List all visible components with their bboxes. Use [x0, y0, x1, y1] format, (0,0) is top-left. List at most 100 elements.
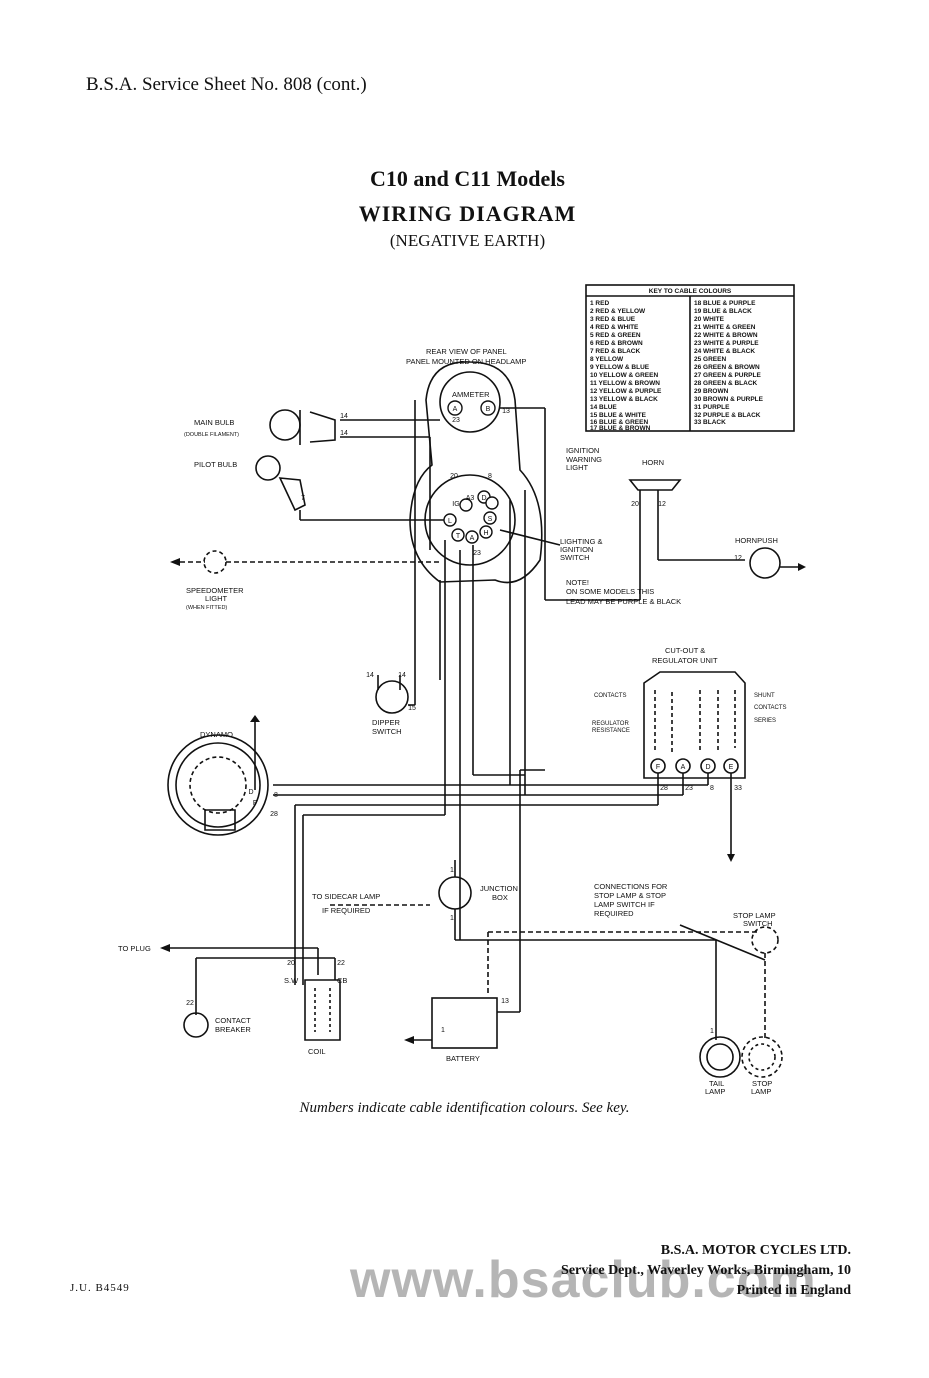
stop-switch-label-2: SWITCH — [743, 919, 773, 928]
pilot-bulb-label: PILOT BULB — [194, 460, 237, 469]
stop-switch-label-1: STOP LAMP — [733, 911, 776, 920]
battery-label: BATTERY — [446, 1054, 480, 1063]
stop-connections-label-4: REQUIRED — [594, 909, 634, 918]
key-right-10: 28 GREEN & BLACK — [694, 380, 758, 387]
main-bulb-label: MAIN BULB — [194, 418, 234, 427]
key-right-12: 30 BROWN & PURPLE — [694, 396, 764, 403]
key-right-5: 23 WHITE & PURPLE — [694, 340, 759, 347]
key-left-15: 16 BLUE & GREEN — [590, 419, 648, 426]
hornpush-label: HORNPUSH — [735, 536, 778, 545]
horn-label: HORN — [642, 458, 664, 467]
key-right-13: 31 PURPLE — [694, 404, 730, 411]
key-right-11: 29 BROWN — [694, 388, 729, 395]
dynamo-label: DYNAMO — [200, 730, 233, 739]
dynamo-wire-28: 28 — [270, 811, 278, 818]
footer-address: Service Dept., Waverley Works, Birmingha… — [561, 1263, 851, 1278]
key-left-5: 6 RED & BROWN — [590, 340, 643, 347]
coil-cb-label: CB — [337, 976, 347, 985]
footer-block: B.S.A. MOTOR CYCLES LTD. Service Dept., … — [561, 1241, 851, 1301]
key-left-16: 17 BLUE & BROWN — [590, 425, 651, 432]
key-right-6: 24 WHITE & BLACK — [694, 348, 755, 355]
key-left-6: 7 RED & BLACK — [590, 348, 641, 355]
key-left-8: 9 YELLOW & BLUE — [590, 364, 650, 371]
wire-num-7: 7 — [301, 495, 305, 502]
switch-terminal-ig: IG — [452, 501, 459, 508]
cutout-label-1: CUT-OUT & — [665, 646, 705, 655]
battery-body — [431, 997, 498, 1049]
note-label-1: NOTE! — [566, 578, 589, 587]
reg-wire-33: 33 — [734, 785, 742, 792]
speedometer-label-2: LIGHT — [205, 594, 228, 603]
switch-terminal-a: A — [470, 535, 475, 542]
coil-wire-20: 20 — [287, 960, 295, 967]
ammeter-terminal-a: A — [453, 406, 458, 413]
key-right-14: 32 PURPLE & BLACK — [694, 412, 761, 419]
regulator-unit-box — [643, 671, 746, 779]
pilot-bulb-glass — [255, 455, 281, 481]
dynamo-wire-8: 8 — [274, 792, 278, 799]
reg-wire-8: 8 — [710, 785, 714, 792]
tail-lamp-label-1: TAIL — [709, 1079, 724, 1088]
lighting-switch-label-2: IGNITION — [560, 545, 593, 554]
key-left-12: 13 YELLOW & BLACK — [590, 396, 658, 403]
junction-label-2: BOX — [492, 893, 508, 902]
hornpush-body — [749, 547, 781, 579]
breaker-wire-22: 22 — [186, 1000, 194, 1007]
cutout-label-2: REGULATOR UNIT — [652, 656, 718, 665]
wire-num-23: 23 — [452, 417, 460, 424]
stop-lamp-body — [741, 1036, 783, 1078]
service-sheet-reference: B.S.A. Service Sheet No. 808 (cont.) — [86, 74, 367, 95]
key-heading: KEY TO CABLE COLOURS — [649, 288, 732, 295]
switch-terminal-s: S — [488, 516, 493, 523]
reg-wire-23: 23 — [685, 785, 693, 792]
note-label-3: LEAD MAY BE PURPLE & BLACK — [566, 597, 681, 606]
wire-num-14d: 14 — [398, 672, 406, 679]
negative-earth-subtitle: (NEGATIVE EARTH) — [389, 231, 546, 250]
coil-label: COIL — [308, 1047, 326, 1056]
speedometer-label-3: (WHEN FITTED) — [186, 605, 227, 611]
wire-num-14c: 14 — [366, 672, 374, 679]
contacts-right-label: CONTACTS — [754, 705, 787, 711]
tail-lamp-body — [699, 1036, 741, 1078]
models-title: C10 and C11 Models — [370, 166, 565, 191]
key-left-11: 12 YELLOW & PURPLE — [590, 388, 662, 395]
key-right-15: 33 BLACK — [694, 419, 726, 426]
stop-connections-label-2: STOP LAMP & STOP — [594, 891, 666, 900]
key-left-14: 15 BLUE & WHITE — [590, 412, 647, 419]
key-left-column: 1 RED 2 RED & YELLOW 3 RED & BLUE 4 RED … — [590, 300, 662, 432]
stop-connections-label-3: LAMP SWITCH IF — [594, 900, 655, 909]
key-left-10: 11 YELLOW & BROWN — [590, 380, 660, 387]
regulator-terminal-d: D — [705, 764, 710, 771]
contact-breaker-label-2: BREAKER — [215, 1025, 251, 1034]
dynamo-casing — [167, 734, 269, 836]
key-left-3: 4 RED & WHITE — [590, 324, 639, 331]
key-left-13: 14 BLUE — [590, 404, 617, 411]
to-plug-label: TO PLUG — [118, 944, 151, 953]
footer-printed: Printed in England — [736, 1283, 851, 1298]
junction-box-body — [438, 876, 472, 910]
stop-lamp-label-2: LAMP — [751, 1087, 771, 1096]
tail-wire-1: 1 — [710, 1028, 714, 1035]
key-left-4: 5 RED & GREEN — [590, 332, 641, 339]
ammeter-terminal-b: B — [486, 406, 491, 413]
coil-body — [304, 979, 341, 1041]
sidecar-label-1: TO SIDECAR LAMP — [312, 892, 380, 901]
note-label-2: ON SOME MODELS THIS — [566, 587, 654, 596]
stop-lamp-switch-body — [751, 926, 779, 954]
reg-wire-28: 28 — [660, 785, 668, 792]
ignition-warning-label-3: LIGHT — [566, 463, 589, 472]
wire-num-23b: 23 — [473, 550, 481, 557]
dynamo-terminal-d: D — [248, 789, 253, 796]
regulator-terminal-f: F — [656, 764, 660, 771]
key-left-0: 1 RED — [590, 300, 609, 307]
footer-reference: J.U. B4549 — [70, 1282, 130, 1294]
contact-breaker-body — [183, 1012, 209, 1038]
key-left-7: 8 YELLOW — [590, 356, 624, 363]
sidecar-label-2: IF REQUIRED — [322, 906, 371, 915]
wire-num-15: 15 — [408, 705, 416, 712]
dipper-switch-body — [375, 680, 409, 714]
main-bulb-glass — [269, 409, 301, 441]
key-right-8: 26 GREEN & BROWN — [694, 364, 760, 371]
wire-num-20b: 20 — [631, 501, 639, 508]
